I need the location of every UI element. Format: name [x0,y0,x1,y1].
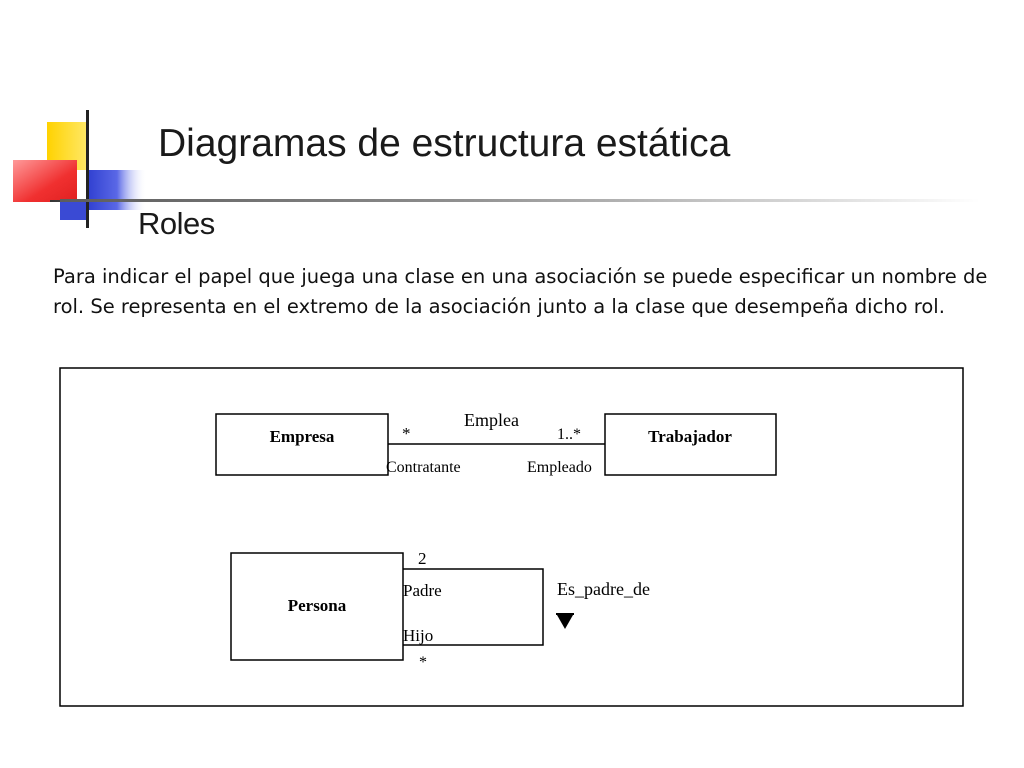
class-box-persona [230,552,404,661]
direction-arrow-icon [557,615,573,629]
logo-graphic [13,110,150,228]
uml-diagram: Empresa Trabajador Emplea * 1..* Contrat… [59,367,965,708]
multiplicity-right: 1..* [557,426,581,443]
logo-blue-bar [87,170,147,210]
multiplicity-bottom: * [419,654,427,671]
association-name-emplea: Emplea [464,410,519,430]
title-divider [60,199,980,202]
role-padre: Padre [403,581,442,600]
diagram-frame [59,367,964,707]
multiplicity-top: 2 [418,549,427,568]
class-box-trabajador [604,413,777,476]
decorative-logo [0,0,160,240]
class-name-empresa: Empresa [270,427,335,446]
direction-arrow-stem [556,613,574,615]
slide-title: Diagramas de estructura estática [158,122,731,165]
role-hijo: Hijo [403,626,433,645]
multiplicity-left: * [402,424,411,443]
class-name-trabajador: Trabajador [648,427,732,446]
logo-blue-square [60,200,86,220]
logo-red-square [13,160,77,202]
reflexive-association-line [403,568,544,646]
uml-diagram-svg: Empresa Trabajador Emplea * 1..* Contrat… [59,367,964,707]
role-empleado: Empleado [527,459,592,476]
slide-body-text: Para indicar el papel que juega una clas… [53,265,988,318]
class-name-persona: Persona [288,596,347,615]
association-name-es-padre-de: Es_padre_de [557,579,650,599]
slide-subtitle: Roles [138,206,215,241]
role-contratante: Contratante [386,459,461,476]
logo-vertical-line [86,110,89,228]
